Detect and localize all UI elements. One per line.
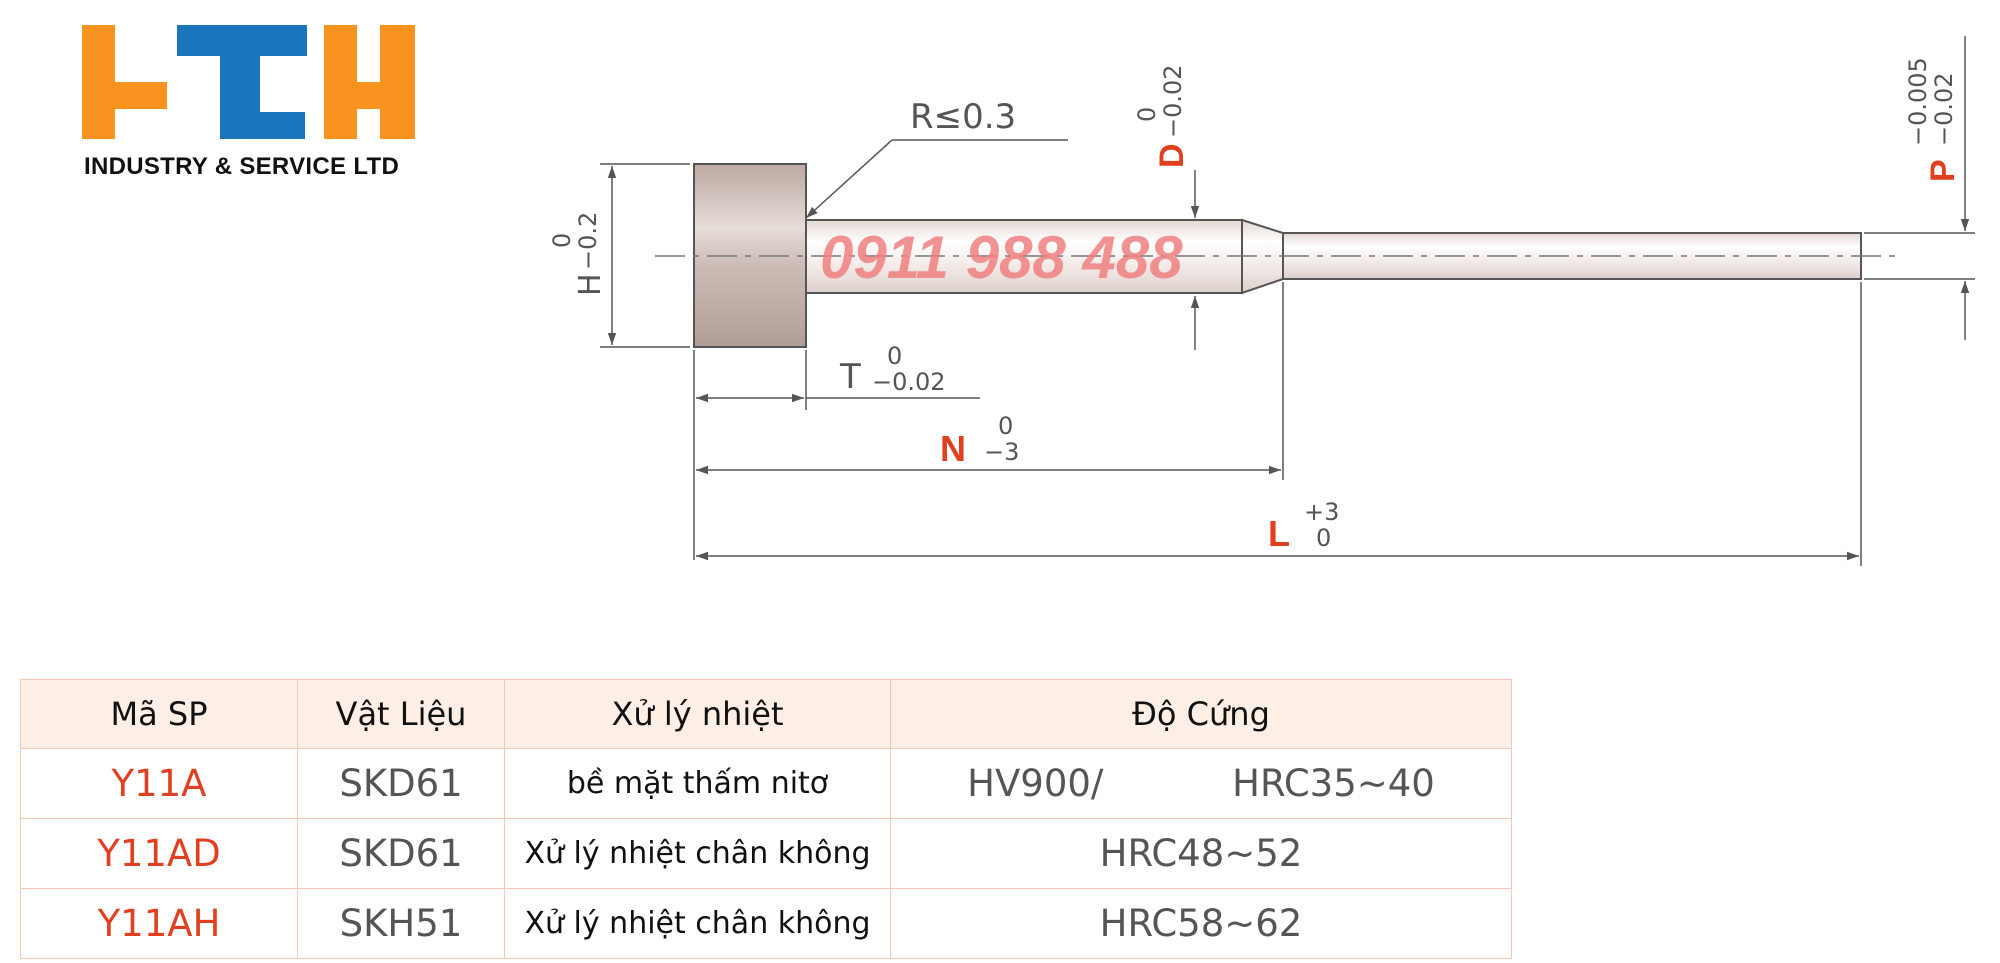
- d-tol-upper: 0: [1133, 107, 1161, 122]
- cell-treatment: Xử lý nhiệt chân không: [504, 818, 891, 889]
- table-row: Y11A SKD61 bề mặt thấm nitơ HV900/HRC35~…: [20, 748, 1512, 819]
- cell-hardness: HV900/HRC35~40: [890, 748, 1512, 819]
- l-tol-lower: 0: [1316, 524, 1331, 552]
- table-row: Y11AD SKD61 Xử lý nhiệt chân không HRC48…: [20, 818, 1512, 889]
- n-tol-upper: 0: [998, 412, 1013, 440]
- cell-code: Y11A: [20, 748, 298, 819]
- hth-logo: [82, 25, 415, 139]
- t-tol-lower: −0.02: [872, 368, 946, 396]
- cell-hardness: HRC48~52: [890, 818, 1512, 889]
- header-treatment: Xử lý nhiệt: [504, 679, 891, 749]
- d-tol-lower: −0.02: [1159, 64, 1187, 138]
- n-label: N: [940, 428, 966, 469]
- ejector-pin-drawing: R≤0.3 H 0 −0.2 T 0 −0.02 N 0 −3 L +3 0 D…: [548, 36, 1975, 566]
- cell-material: SKH51: [297, 888, 505, 959]
- h-label: H: [573, 273, 608, 296]
- table-row: Y11AH SKH51 Xử lý nhiệt chân không HRC58…: [20, 888, 1512, 959]
- p-tol-upper: −0.005: [1904, 57, 1932, 146]
- t-tol-upper: 0: [887, 342, 902, 370]
- cell-treatment: bề mặt thấm nitơ: [504, 748, 891, 819]
- table-header-row: Mã SP Vật Liệu Xử lý nhiệt Độ Cứng: [20, 679, 1512, 749]
- t-label: T: [839, 357, 861, 397]
- radius-leader-arrow: [805, 139, 893, 219]
- logo-t-foot: [220, 112, 305, 139]
- h-tol-lower: −0.2: [574, 212, 602, 270]
- cell-hardness: HRC58~62: [890, 888, 1512, 959]
- n-tol-lower: −3: [984, 438, 1019, 466]
- radius-note: R≤0.3: [910, 97, 1016, 137]
- spec-table: Mã SP Vật Liệu Xử lý nhiệt Độ Cứng Y11A …: [20, 679, 1512, 959]
- cell-hardness-a: HV900/: [967, 762, 1104, 805]
- cell-code: Y11AH: [20, 888, 298, 959]
- header-code: Mã SP: [20, 679, 298, 749]
- p-tol-lower: −0.02: [1930, 72, 1958, 146]
- logo-subtitle: INDUSTRY & SERVICE LTD: [84, 153, 400, 180]
- l-tol-upper: +3: [1304, 498, 1339, 526]
- cell-material: SKD61: [297, 818, 505, 889]
- logo-h1-bar: [82, 82, 167, 109]
- cell-treatment: Xử lý nhiệt chân không: [504, 888, 891, 959]
- d-label: D: [1153, 143, 1191, 168]
- cell-hardness-b: HRC35~40: [1232, 762, 1435, 805]
- logo-h2-bar: [324, 82, 415, 109]
- header-hardness: Độ Cứng: [890, 679, 1512, 749]
- phone-watermark: 0911 988 488: [820, 224, 1183, 291]
- header-material: Vật Liệu: [297, 679, 505, 749]
- h-tol-upper: 0: [548, 233, 576, 248]
- cell-code: Y11AD: [20, 818, 298, 889]
- l-label: L: [1268, 513, 1290, 554]
- p-label: P: [1924, 159, 1962, 182]
- cell-material: SKD61: [297, 748, 505, 819]
